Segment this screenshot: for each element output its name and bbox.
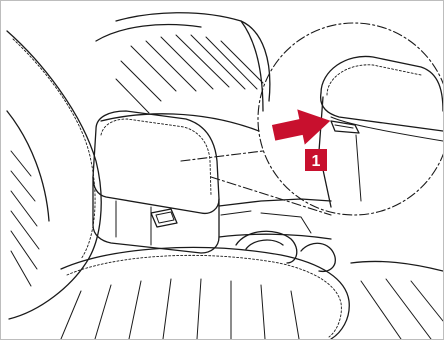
center-armrest: [93, 111, 219, 253]
front-seat-cushion: [61, 247, 349, 339]
left-seat-back: [7, 31, 101, 319]
right-seat-edge: [351, 261, 443, 339]
callout-badge-label: 1: [312, 153, 321, 170]
callout-badge: 1: [305, 149, 327, 171]
arrow-right-icon: [270, 103, 334, 150]
magnified-detail: [258, 23, 443, 215]
right-seat-back: [96, 13, 270, 131]
console-lower: [219, 199, 335, 271]
